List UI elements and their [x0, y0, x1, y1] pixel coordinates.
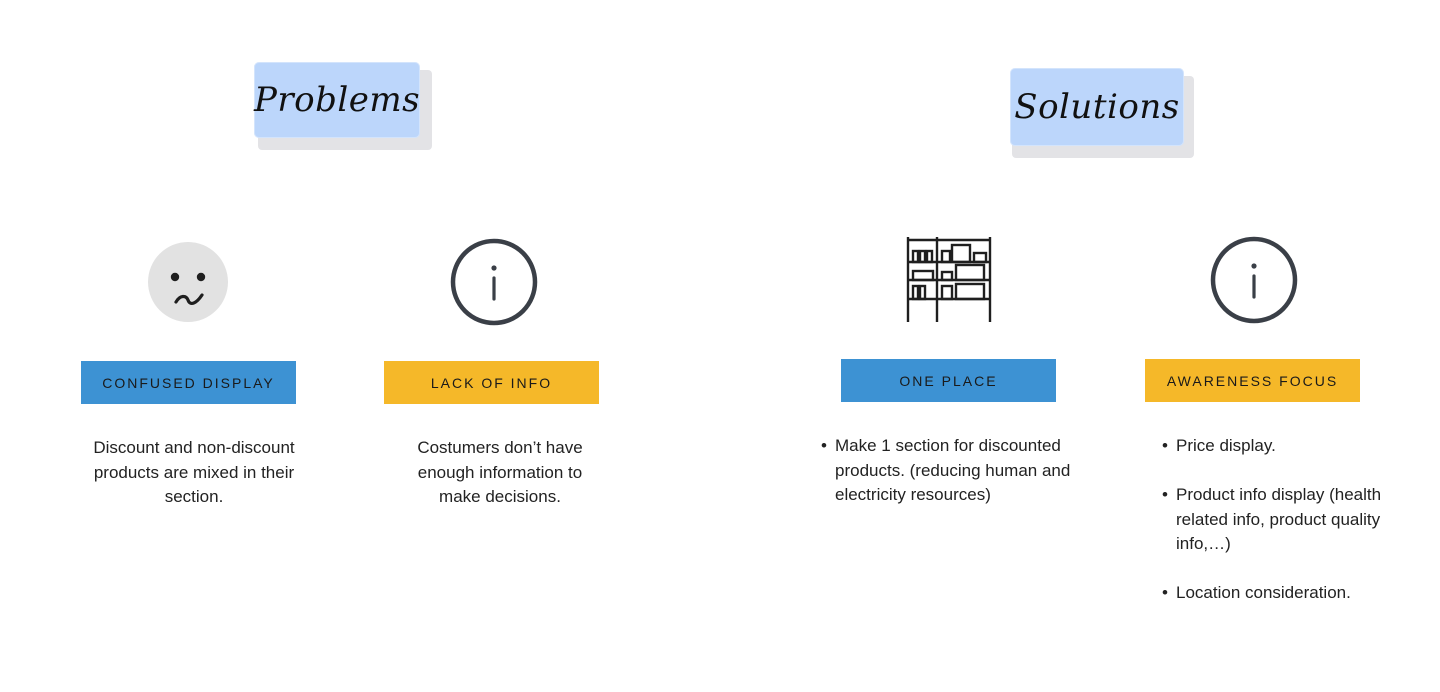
awareness-focus-label: AWARENESS FOCUS	[1145, 359, 1360, 402]
confused-display-description: Discount and non-discount products are m…	[90, 436, 298, 510]
problems-sticky-note: Problems	[252, 60, 434, 154]
lack-of-info-text: Costumers don’t have enough information …	[417, 438, 583, 506]
location-bullet: Location consideration.	[1162, 581, 1382, 606]
one-place-label: ONE PLACE	[841, 359, 1056, 402]
info-icon	[450, 238, 538, 326]
shelf-icon	[904, 236, 994, 324]
solutions-title: Solutions	[1014, 87, 1180, 127]
awareness-focus-description: Price display. Product info display (hea…	[1162, 434, 1382, 630]
one-place-description: Make 1 section for discounted products. …	[821, 434, 1091, 532]
product-info-bullet: Product info display (health related inf…	[1162, 483, 1382, 557]
solutions-sticky-note: Solutions	[1008, 66, 1198, 160]
lack-of-info-label: LACK OF INFO	[384, 361, 599, 404]
one-place-bullet: Make 1 section for discounted products. …	[821, 434, 1091, 508]
confused-display-text: Discount and non-discount products are m…	[93, 438, 295, 506]
info-icon	[1210, 236, 1298, 324]
price-display-bullet: Price display.	[1162, 434, 1382, 459]
lack-of-info-description: Costumers don’t have enough information …	[400, 436, 600, 510]
confused-face-icon	[146, 240, 230, 324]
confused-display-label: CONFUSED DISPLAY	[81, 361, 296, 404]
problems-title: Problems	[253, 80, 421, 120]
